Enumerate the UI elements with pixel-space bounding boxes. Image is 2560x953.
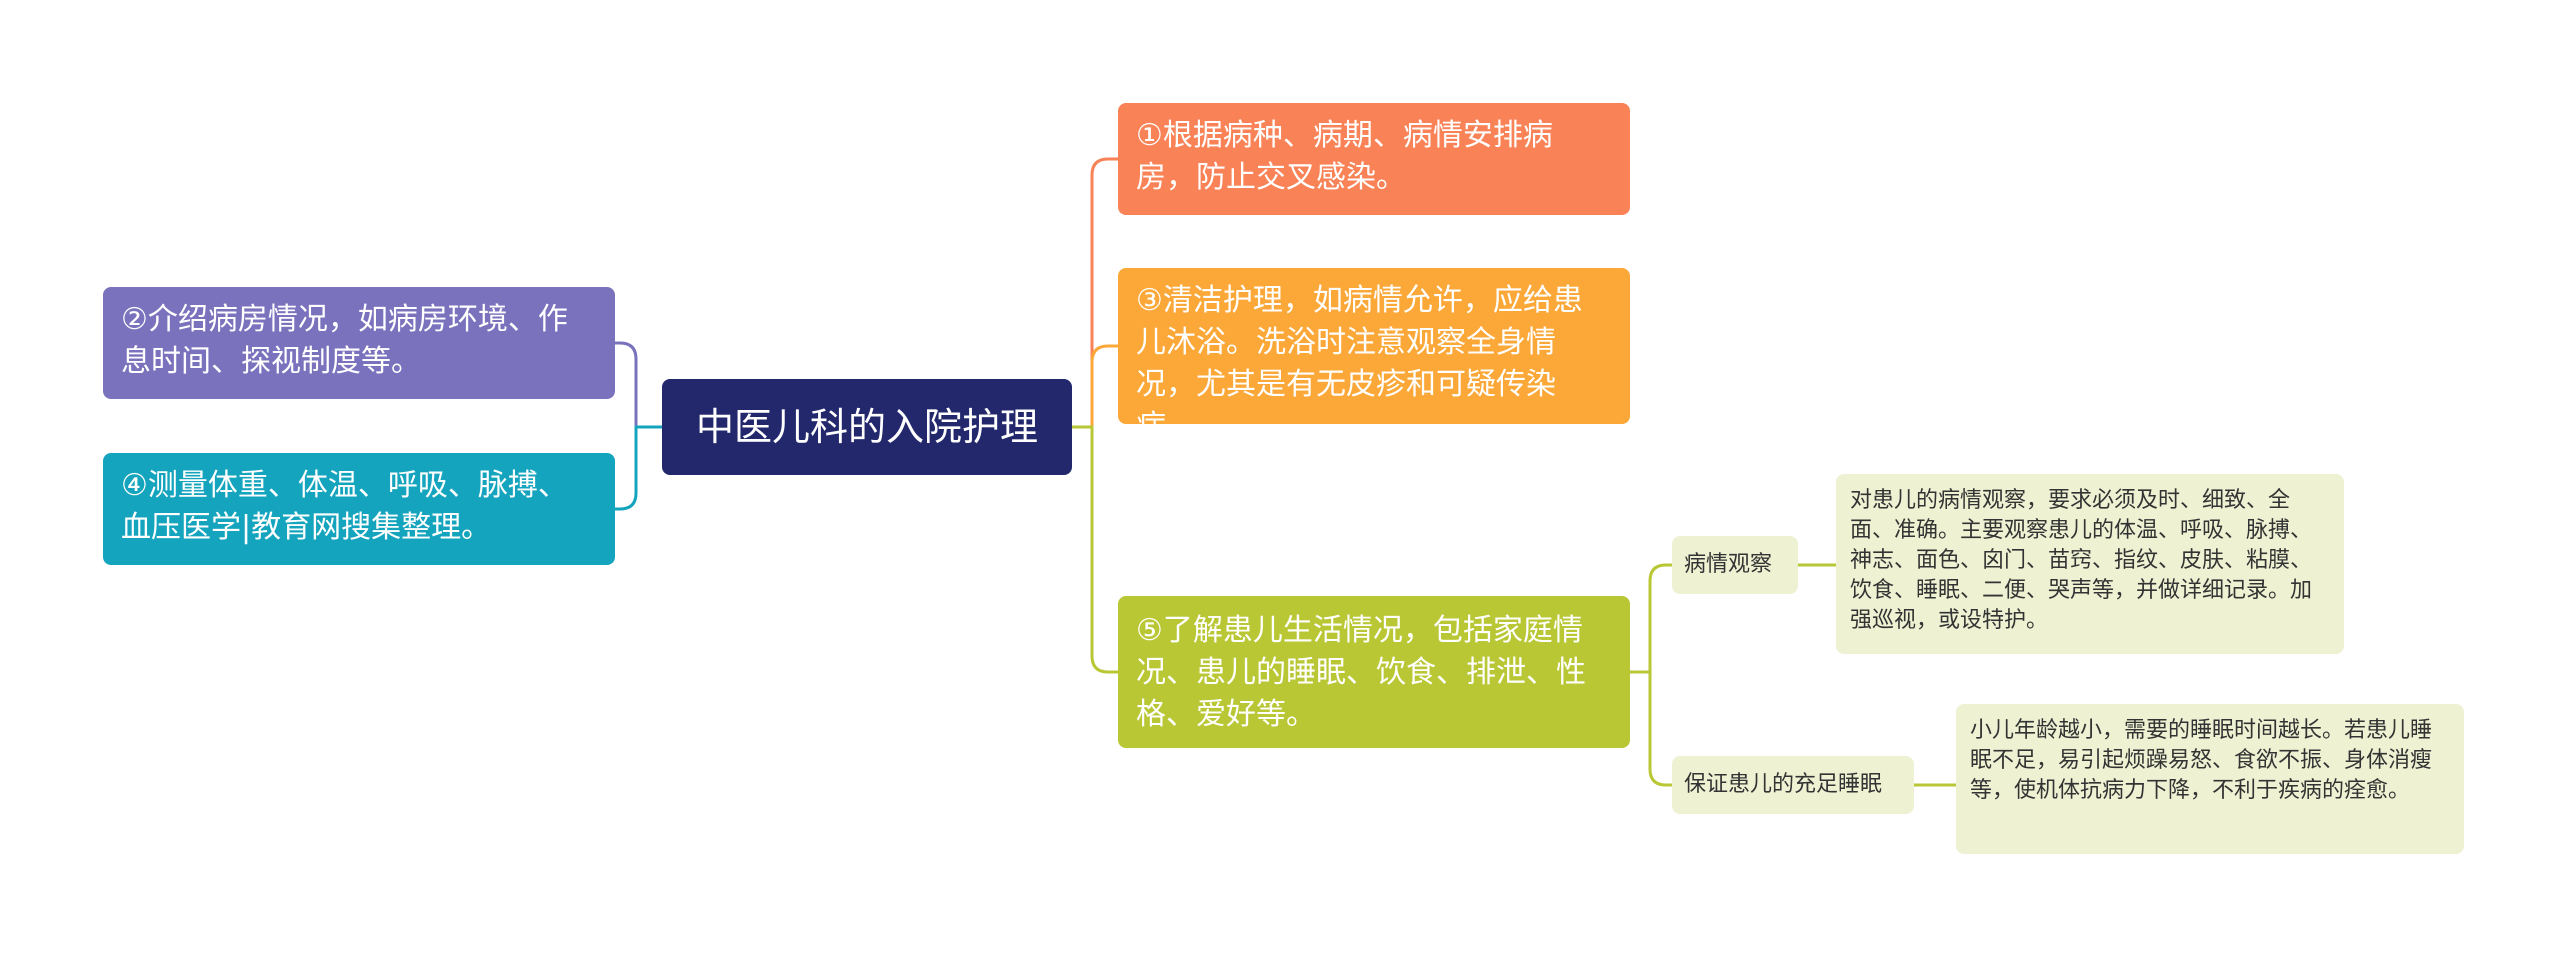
detail-condition-observation-text: 对患儿的病情观察，要求必须及时、细致、全面、准确。主要观察患儿的体温、呼吸、脉搏… <box>1850 488 2313 633</box>
connector-root-to-branch-2 <box>615 341 662 429</box>
subtopic-adequate-sleep-label: 保证患儿的充足睡眠 <box>1684 772 1883 797</box>
connector-branch-5-to-observe <box>1630 563 1672 674</box>
subtopic-condition-observation[interactable]: 病情观察 <box>1672 536 1798 594</box>
connector-root-to-branch-3 <box>1072 344 1118 429</box>
branch-node-2[interactable]: ②介绍病房情况，如病房环境、作息时间、探视制度等。 <box>103 287 615 399</box>
root-topic[interactable]: 中医儿科的入院护理 <box>662 379 1072 475</box>
detail-adequate-sleep[interactable]: 小儿年龄越小，需要的睡眠时间越长。若患儿睡眠不足，易引起烦躁易怒、食欲不振、身体… <box>1956 704 2464 854</box>
subtopic-adequate-sleep[interactable]: 保证患儿的充足睡眠 <box>1672 756 1914 814</box>
branch-node-5[interactable]: ⑤了解患儿生活情况，包括家庭情况、患儿的睡眠、饮食、排泄、性格、爱好等。 <box>1118 596 1630 748</box>
branch-node-4[interactable]: ④测量体重、体温、呼吸、脉搏、血压医学|教育网搜集整理。 <box>103 453 615 565</box>
subtopic-condition-observation-label: 病情观察 <box>1684 552 1773 577</box>
branch-node-1-label: ①根据病种、病期、病情安排病房，防止交叉感染。 <box>1136 118 1553 195</box>
branch-node-3-label: ③清洁护理，如病情允许，应给患儿沐浴。洗浴时注意观察全身情况，尤其是有无皮疹和可… <box>1136 283 1583 424</box>
branch-node-1[interactable]: ①根据病种、病期、病情安排病房，防止交叉感染。 <box>1118 103 1630 215</box>
root-topic-label: 中医儿科的入院护理 <box>695 405 1038 449</box>
connector-root-to-branch-4 <box>615 425 662 511</box>
branch-node-3[interactable]: ③清洁护理，如病情允许，应给患儿沐浴。洗浴时注意观察全身情况，尤其是有无皮疹和可… <box>1118 268 1630 424</box>
connector-root-to-branch-5 <box>1072 425 1118 674</box>
branch-node-2-label: ②介绍病房情况，如病房环境、作息时间、探视制度等。 <box>121 302 568 379</box>
detail-adequate-sleep-text: 小儿年龄越小，需要的睡眠时间越长。若患儿睡眠不足，易引起烦躁易怒、食欲不振、身体… <box>1970 718 2433 803</box>
connector-branch-5-to-sleep <box>1630 670 1672 787</box>
detail-condition-observation[interactable]: 对患儿的病情观察，要求必须及时、细致、全面、准确。主要观察患儿的体温、呼吸、脉搏… <box>1836 474 2344 654</box>
connector-root-to-branch-1 <box>1072 157 1118 429</box>
branch-node-4-label: ④测量体重、体温、呼吸、脉搏、血压医学|教育网搜集整理。 <box>121 468 568 545</box>
branch-node-5-label: ⑤了解患儿生活情况，包括家庭情况、患儿的睡眠、饮食、排泄、性格、爱好等。 <box>1136 613 1586 732</box>
